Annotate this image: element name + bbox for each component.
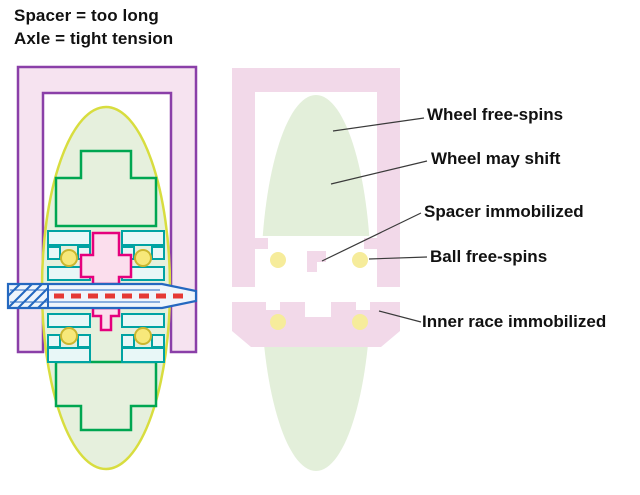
leader-line-spacer-immobilized [321,212,422,262]
inner-race-notch-right [356,302,370,310]
label-spacer-immobilized: Spacer immobilized [424,202,584,221]
inner-race-band [232,302,400,347]
inner-race-notch-left [266,302,280,310]
bearing-cage-square [151,246,165,260]
leader-line-inner-race-immobilized [378,310,422,323]
bearing-ball-simple [352,252,368,268]
wheel-hub-top [54,149,158,228]
wheel-hub-bottom [54,360,158,432]
bearing-cage-square [77,334,91,348]
label-wheel-free-spins: Wheel free-spins [427,105,564,124]
bearing-outer-race-bottom-right [121,347,165,363]
bearing-inner-race-bottom-left [47,313,91,328]
bearing-cage-square [47,246,61,260]
bearing-ball-simple [270,252,286,268]
leader-lines [321,117,428,323]
bearing-ball [60,327,78,345]
bearing-ball [134,249,152,267]
axle [6,282,198,310]
leader-line-wheel-may-shift [330,160,428,185]
title-line-axle: Axle = tight tension [14,29,174,48]
hanger-frame-simple [232,68,400,287]
spacer-bottom [91,306,121,332]
label-ball-free-spins: Ball free-spins [430,247,548,266]
title-line-spacer: Spacer = too long [14,6,159,25]
right-diagram [232,68,400,471]
bearing-ball [60,249,78,267]
bearing-cage-square [47,334,61,348]
left-diagram [6,65,198,471]
label-inner-race-immobilized: Inner race immobilized [422,312,607,331]
outer-race-tab-left [255,238,268,249]
bearing-cage-square [151,334,165,348]
axle-hatch-lines [7,283,49,309]
bearing-cage-square [121,334,135,348]
bearing-ball-simple [352,314,368,330]
hanger-frame [16,65,198,354]
bearing-ball-simple [270,314,286,330]
label-wheel-may-shift: Wheel may shift [431,149,561,168]
bearing-inner-race-bottom-right [121,313,165,328]
bearing-outer-race-top-right [121,230,165,246]
leader-line-ball-free-spins [368,256,428,260]
leader-line-wheel-free-spins [332,117,425,132]
inner-race-notch-center [305,302,331,317]
spacer-simple [307,251,326,272]
bearing-outer-race-top-left [47,230,91,246]
bearing-ball [134,327,152,345]
outer-race-tab-right [364,238,377,249]
bearing-outer-race-bottom-left [47,347,91,363]
